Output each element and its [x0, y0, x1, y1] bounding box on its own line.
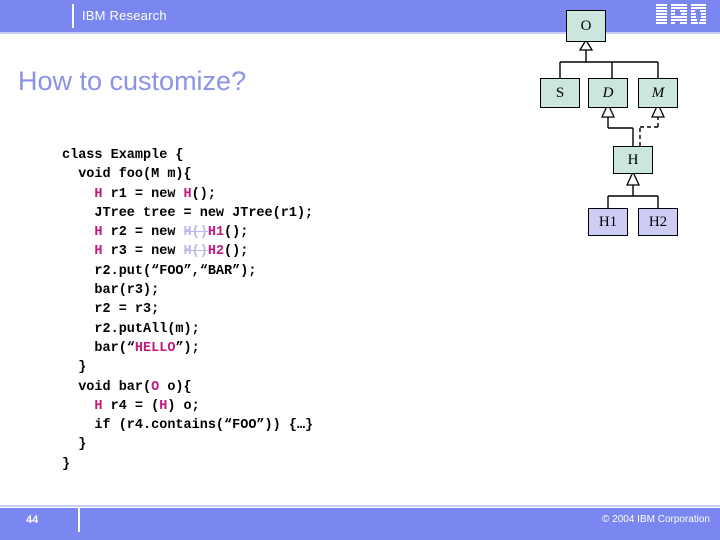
code-token: r1 = new	[102, 186, 184, 202]
code-line: H r4 = (H) o;	[62, 397, 313, 416]
code-token: r2 = new	[102, 225, 184, 241]
code-token: ”);	[175, 340, 200, 356]
code-token: r4 = (	[102, 398, 160, 414]
page-title: How to customize?	[18, 66, 247, 96]
code-token	[62, 225, 94, 240]
code-line: }	[62, 358, 313, 377]
copyright-label: © 2004 IBM Corporation	[602, 514, 710, 525]
code-line: JTree tree = new JTree(r1);	[62, 204, 313, 223]
code-token: }	[62, 360, 87, 376]
code-token: ) o;	[167, 398, 200, 414]
code-token	[62, 399, 94, 414]
code-token: ();	[224, 244, 249, 260]
code-token: bar(r3);	[62, 283, 160, 299]
code-token: r3 = new	[102, 244, 184, 260]
ibm-logo-icon	[656, 4, 712, 26]
code-token: }	[62, 456, 71, 472]
code-token-highlight: H2	[207, 244, 225, 260]
brand-divider	[72, 4, 74, 28]
code-line: void foo(M m){	[62, 165, 313, 184]
code-token: void foo(M m){	[62, 167, 192, 183]
uml-node-D[interactable]: D	[588, 78, 628, 108]
code-listing: class Example { void foo(M m){ H r1 = ne…	[62, 146, 313, 474]
code-line: r2.putAll(m);	[62, 320, 313, 339]
code-token	[62, 187, 94, 202]
code-line: r2.put(“FOO”,“BAR”);	[62, 262, 313, 281]
code-token: }	[62, 437, 87, 453]
code-token: ();	[191, 186, 216, 202]
uml-node-S[interactable]: S	[540, 78, 580, 108]
code-line: void bar(O o){	[62, 378, 313, 397]
arrow-to-D	[600, 102, 616, 118]
code-token: o){	[159, 379, 192, 395]
code-token-highlight: O	[151, 379, 160, 395]
code-token-highlight: H	[159, 398, 168, 414]
code-line: }	[62, 455, 313, 474]
uml-node-H1[interactable]: H1	[588, 208, 628, 236]
uml-node-H2[interactable]: H2	[638, 208, 678, 236]
code-line: }	[62, 435, 313, 454]
uml-node-M[interactable]: M	[638, 78, 678, 108]
code-line: H r2 = new H()H1();	[62, 223, 313, 242]
code-token-highlight: H	[94, 244, 103, 260]
code-line: r2 = r3;	[62, 300, 313, 319]
code-token-struck: H()	[183, 244, 208, 260]
code-line: class Example {	[62, 146, 313, 165]
code-token-highlight: HELLO	[134, 340, 176, 356]
arrow-to-O	[578, 38, 594, 51]
code-line: H r1 = new H();	[62, 185, 313, 204]
code-line: if (r4.contains(“FOO”)) {…}	[62, 416, 313, 435]
footer-rule	[0, 505, 720, 507]
footer-band	[0, 508, 720, 540]
code-token: r2.putAll(m);	[62, 321, 200, 337]
code-token-struck: H()	[183, 225, 208, 241]
code-token: void bar(	[62, 379, 152, 395]
code-token: ();	[224, 225, 249, 241]
code-token: r2 = r3;	[62, 302, 160, 318]
brand-label: IBM Research	[82, 8, 167, 23]
uml-node-H[interactable]: H	[613, 146, 653, 174]
code-line: bar(“HELLO”);	[62, 339, 313, 358]
code-token-highlight: H	[183, 186, 192, 202]
code-token-highlight: H	[94, 398, 103, 414]
code-token: JTree tree = new JTree(r1);	[62, 205, 314, 221]
code-token	[62, 244, 94, 259]
code-token-highlight: H	[94, 225, 103, 241]
code-line: H r3 = new H()H2();	[62, 242, 313, 261]
arrow-to-M	[650, 102, 666, 118]
code-token: class Example {	[62, 148, 184, 163]
code-token: bar(“	[62, 340, 135, 356]
code-token-highlight: H	[94, 186, 103, 202]
uml-class-diagram: O S D M H H1 H2	[520, 0, 720, 260]
ibm-logo-svg	[656, 4, 706, 24]
code-token: if (r4.contains(“FOO”)) {…}	[62, 418, 314, 434]
page-number: 44	[26, 514, 39, 526]
code-token-highlight: H1	[207, 225, 225, 241]
code-line: bar(r3);	[62, 281, 313, 300]
uml-node-O[interactable]: O	[566, 10, 606, 42]
footer-divider	[78, 508, 80, 532]
arrow-to-H	[625, 170, 641, 186]
code-token: r2.put(“FOO”,“BAR”);	[62, 263, 257, 279]
header-rule	[0, 32, 720, 34]
